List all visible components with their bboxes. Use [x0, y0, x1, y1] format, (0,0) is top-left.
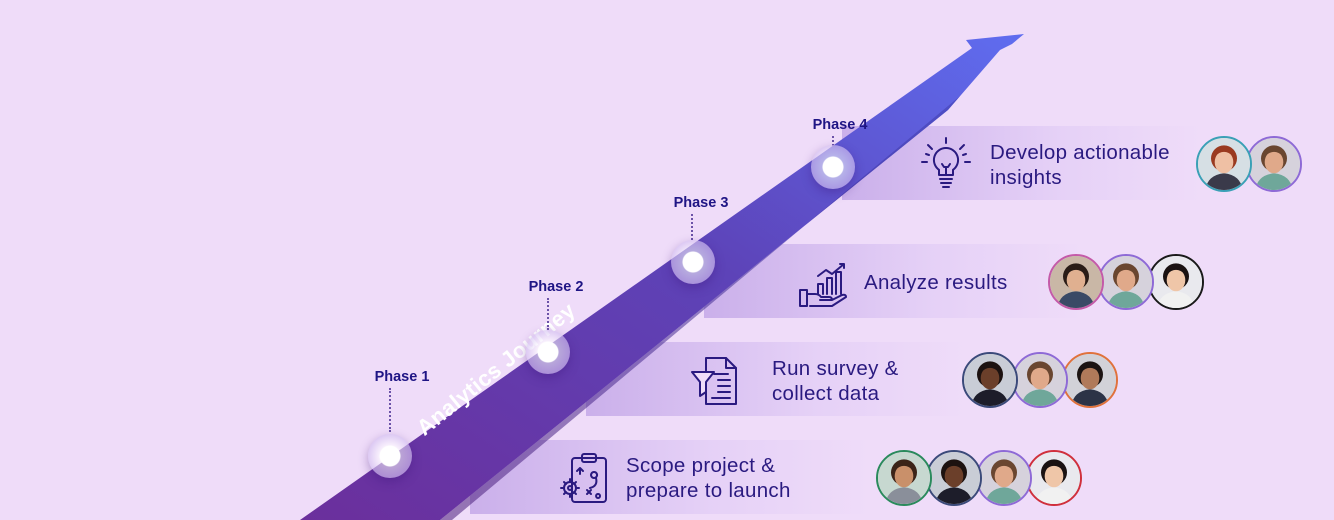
avatar-man-suit — [1062, 352, 1118, 408]
phase-1-label: Phase 1 — [374, 369, 430, 385]
avatar-woman-smiling — [926, 450, 982, 506]
step-1-team-avatars — [876, 450, 1086, 510]
phase-4-connector — [832, 136, 834, 146]
chart-hand-icon — [799, 263, 847, 307]
step-4-label: Develop actionable insights — [990, 141, 1170, 189]
avatar-man-bearded — [976, 450, 1032, 506]
avatar-man-bearded — [1246, 136, 1302, 192]
avatar-woman-smiling — [962, 352, 1018, 408]
step-1-label: Scope project & prepare to launch — [626, 454, 791, 502]
step-3-label: Analyze results — [864, 271, 1008, 294]
step-2-label: Run survey & collect data — [772, 357, 899, 405]
avatar-woman-dark-hair — [1148, 254, 1204, 310]
step-3-team-avatars — [1048, 254, 1214, 314]
avatar-man-bearded — [1012, 352, 1068, 408]
avatar-man-bearded — [1098, 254, 1154, 310]
clipboard-plan-icon — [560, 453, 607, 503]
phase-1-node — [368, 434, 412, 478]
phase-3-connector — [691, 214, 693, 240]
phase-4-node — [811, 145, 855, 189]
phase-3-label: Phase 3 — [673, 195, 729, 211]
avatar-woman-dark-hair — [1026, 450, 1082, 506]
step-4-team-avatars — [1196, 136, 1306, 196]
phase-3-node — [671, 240, 715, 284]
avatar-man-suit-gray — [1048, 254, 1104, 310]
filter-document-icon — [691, 357, 737, 405]
phase-1-connector — [389, 388, 391, 432]
avatar-woman-curly — [876, 450, 932, 506]
avatar-woman-red-hair — [1196, 136, 1252, 192]
lightbulb-icon — [921, 137, 971, 188]
phase-2-label: Phase 2 — [528, 279, 584, 295]
step-band-1 — [470, 440, 870, 514]
phase-2-node — [526, 330, 570, 374]
step-2-team-avatars — [962, 352, 1122, 412]
phase-2-connector — [547, 298, 549, 330]
phase-4-label: Phase 4 — [812, 117, 868, 133]
